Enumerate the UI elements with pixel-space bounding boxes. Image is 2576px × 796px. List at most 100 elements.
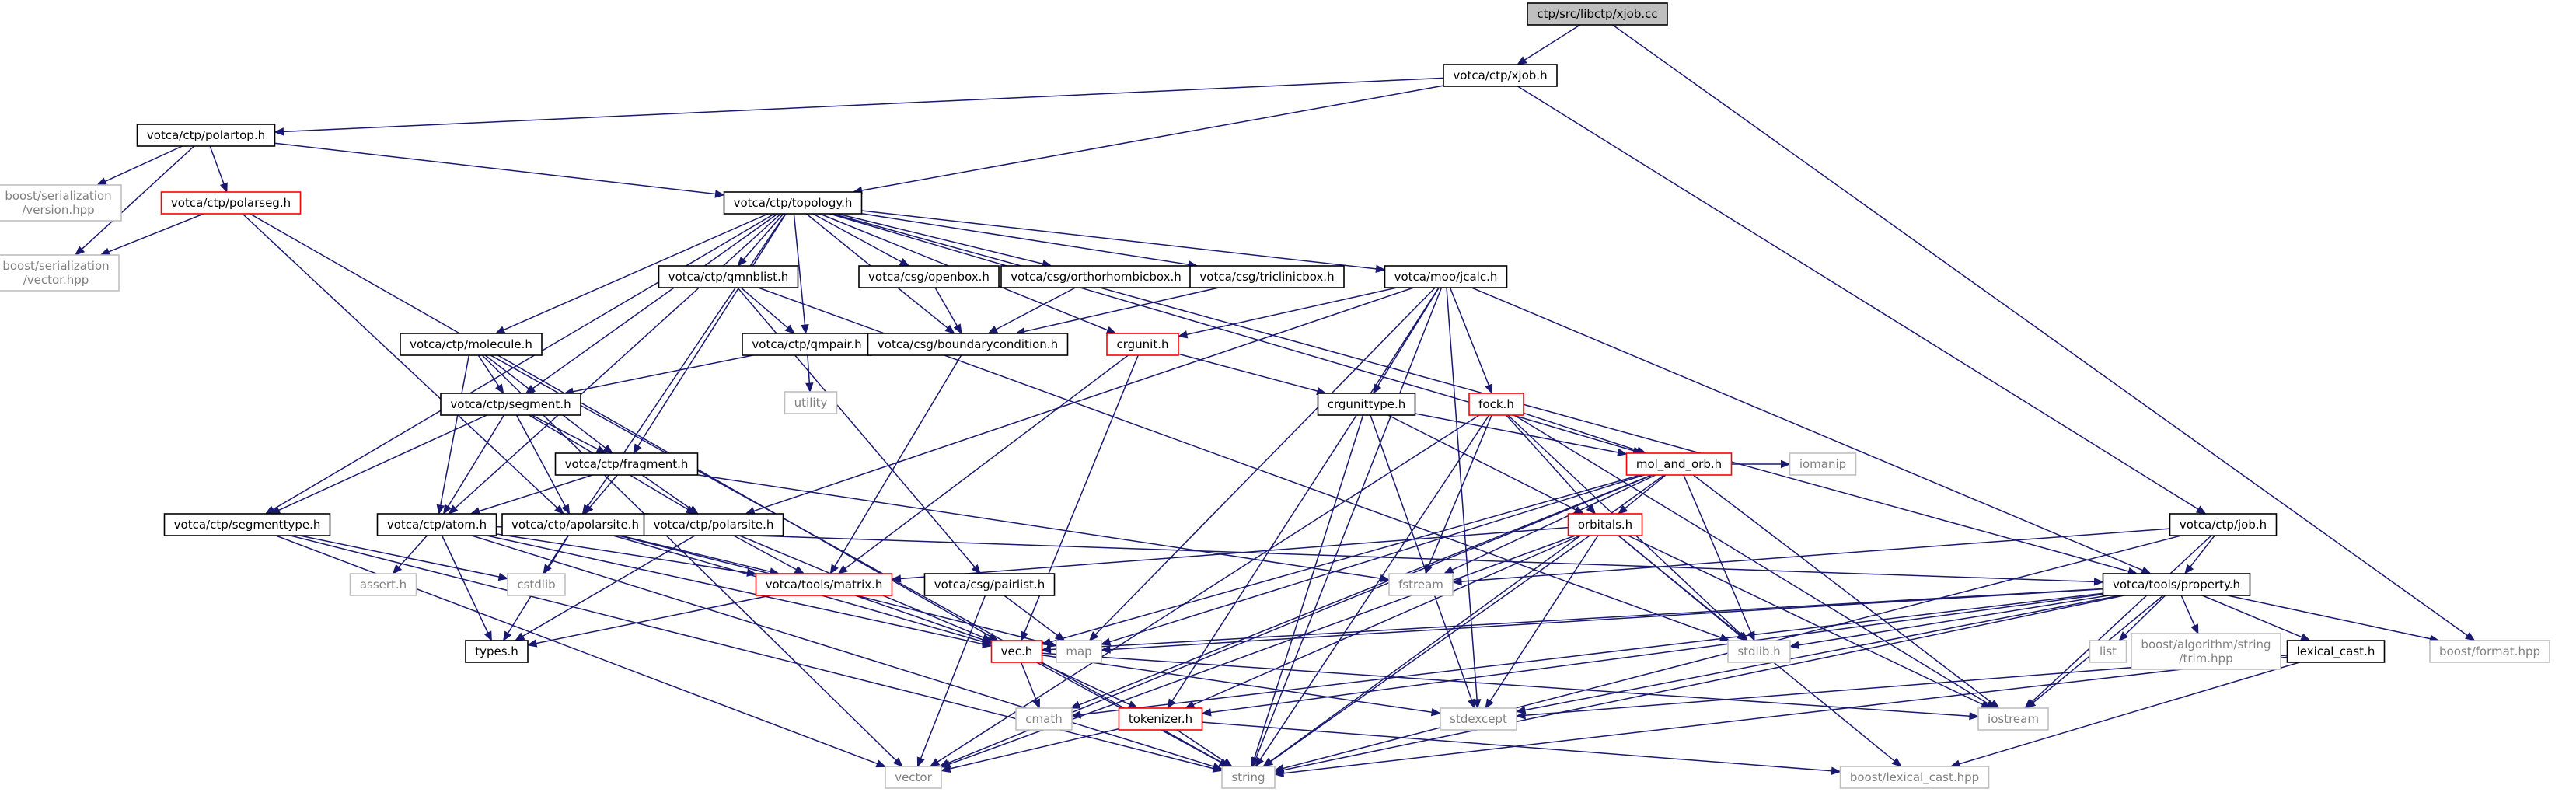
node-atom[interactable]: votca/ctp/atom.h xyxy=(376,513,497,536)
node-types[interactable]: types.h xyxy=(465,640,529,663)
arrow-head-icon xyxy=(944,324,955,334)
node-boundary[interactable]: votca/csg/boundarycondition.h xyxy=(867,333,1069,356)
node-orbitals[interactable]: orbitals.h xyxy=(1567,513,1643,536)
edge-vec-to-cmath xyxy=(1020,662,1040,710)
edge-line xyxy=(522,535,696,637)
edge-line xyxy=(486,535,983,645)
edge-line xyxy=(1094,287,1436,635)
arrow-head-icon xyxy=(1891,757,1902,767)
edge-atom-to-string xyxy=(471,535,1223,771)
node-orthorhombic[interactable]: votca/csg/orthorhombicbox.h xyxy=(1000,265,1192,288)
node-polarsite[interactable]: votca/ctp/polarsite.h xyxy=(643,513,784,536)
node-pairlist[interactable]: votca/csg/pairlist.h xyxy=(923,573,1056,596)
node-box xyxy=(990,640,1043,663)
node-crgunit[interactable]: crgunit.h xyxy=(1106,333,1179,356)
node-triclinic[interactable]: votca/csg/triclinicbox.h xyxy=(1189,265,1345,288)
node-fock[interactable]: fock.h xyxy=(1468,393,1524,416)
edge-line xyxy=(1020,662,1037,701)
edge-line xyxy=(108,213,204,253)
node-fragment[interactable]: votca/ctp/fragment.h xyxy=(554,452,699,476)
node-label: votca/ctp/xjob.h xyxy=(1453,68,1547,82)
node-box xyxy=(136,124,276,147)
edge-line xyxy=(1506,414,1590,508)
node-topology[interactable]: votca/ctp/topology.h xyxy=(723,191,863,215)
edge-topology-to-triclinic xyxy=(861,213,1199,269)
node-apolarsite[interactable]: votca/ctp/apolarsite.h xyxy=(501,513,649,536)
node-qmpair[interactable]: votca/ctp/qmpair.h xyxy=(742,333,872,356)
arrow-head-icon xyxy=(495,383,504,395)
node-polarseg[interactable]: votca/ctp/polarseg.h xyxy=(160,191,302,215)
node-property[interactable]: votca/tools/property.h xyxy=(2102,573,2251,596)
edge-line xyxy=(1210,593,2103,714)
edge-xjob_h-to-polartop xyxy=(274,77,1444,136)
node-box xyxy=(1388,573,1454,596)
edge-fragment-to-fstream xyxy=(697,474,1391,583)
edge-line xyxy=(641,474,692,510)
node-label: map xyxy=(1066,644,1091,658)
node-label: vector xyxy=(895,770,932,784)
edge-xjob_h-to-topology xyxy=(852,85,1444,195)
edge-line xyxy=(807,354,811,384)
edge-qmnblist-to-qmpair xyxy=(740,287,795,334)
node-box xyxy=(349,573,417,596)
node-box xyxy=(163,513,331,536)
node-polartop[interactable]: votca/ctp/polartop.h xyxy=(136,124,276,147)
edge-line xyxy=(531,414,599,450)
arrow-head-icon xyxy=(1617,448,1628,457)
edge-property-to-list xyxy=(2118,595,2166,641)
edge-line xyxy=(1202,721,1832,772)
arrow-head-icon xyxy=(1781,459,1791,469)
edge-fock-to-vector xyxy=(929,414,1480,767)
node-root[interactable]: ctp/src/libctp/xjob.cc xyxy=(1527,2,1668,26)
node-openbox[interactable]: votca/csg/openbox.h xyxy=(858,265,1000,288)
edge-line xyxy=(1798,595,2109,646)
node-box xyxy=(742,333,872,356)
arrow-head-icon xyxy=(219,182,228,194)
edge-line xyxy=(1517,86,2199,510)
arrow-head-icon xyxy=(892,757,903,767)
edge-tokenizer-to-string xyxy=(1176,729,1234,767)
node-segmenttype[interactable]: votca/ctp/segmenttype.h xyxy=(163,513,331,536)
edge-job-to-fstream xyxy=(1451,528,2170,586)
arrow-head-icon xyxy=(274,127,284,136)
node-boost_trim: boost/algorithm/string/trim.hpp xyxy=(2131,633,2281,670)
node-matrix[interactable]: votca/tools/matrix.h xyxy=(755,573,893,596)
edge-fragment-to-atom xyxy=(469,474,593,515)
edge-line xyxy=(1449,287,1490,386)
edge-line xyxy=(793,213,806,326)
edge-line xyxy=(1692,474,1993,703)
node-lexical_cast_h[interactable]: lexical_cast.h xyxy=(2286,640,2386,663)
node-xjob_h[interactable]: votca/ctp/xjob.h xyxy=(1443,64,1558,87)
edge-line xyxy=(920,595,986,759)
arrow-head-icon xyxy=(526,639,538,648)
node-segment[interactable]: votca/ctp/segment.h xyxy=(440,393,581,416)
node-molecule[interactable]: votca/ctp/molecule.h xyxy=(400,333,543,356)
node-jcalc[interactable]: votca/moo/jcalc.h xyxy=(1384,265,1508,288)
arrow-head-icon xyxy=(916,756,925,768)
node-box xyxy=(1625,452,1733,476)
edge-line xyxy=(1523,412,1639,452)
node-qmnblist[interactable]: votca/ctp/qmnblist.h xyxy=(658,265,799,288)
arrow-head-icon xyxy=(494,326,506,334)
arrow-head-icon xyxy=(1262,758,1274,767)
node-box xyxy=(2102,573,2251,596)
arrow-head-icon xyxy=(737,256,747,267)
node-label: string xyxy=(1231,770,1265,784)
arrow-head-icon xyxy=(1747,630,1755,642)
node-tokenizer[interactable]: tokenizer.h xyxy=(1118,707,1203,731)
edge-line xyxy=(1415,413,1618,453)
edge-atom-to-assert xyxy=(392,535,428,574)
edge-line xyxy=(1254,414,1364,759)
node-job[interactable]: votca/ctp/job.h xyxy=(2169,513,2278,536)
edge-line xyxy=(900,526,1569,580)
node-mol_and_orb[interactable]: mol_and_orb.h xyxy=(1625,452,1733,476)
arrow-head-icon xyxy=(875,759,887,768)
node-vec[interactable]: vec.h xyxy=(990,640,1043,663)
edge-polartop-to-polarseg xyxy=(209,145,228,194)
arrow-head-icon xyxy=(805,382,814,393)
node-label: crgunit.h xyxy=(1116,337,1168,351)
edge-line xyxy=(2180,595,2196,627)
node-label: boost/lexical_cast.hpp xyxy=(1850,770,1979,785)
node-crgunittype[interactable]: crgunittype.h xyxy=(1317,393,1416,416)
node-label: orbitals.h xyxy=(1578,518,1632,532)
